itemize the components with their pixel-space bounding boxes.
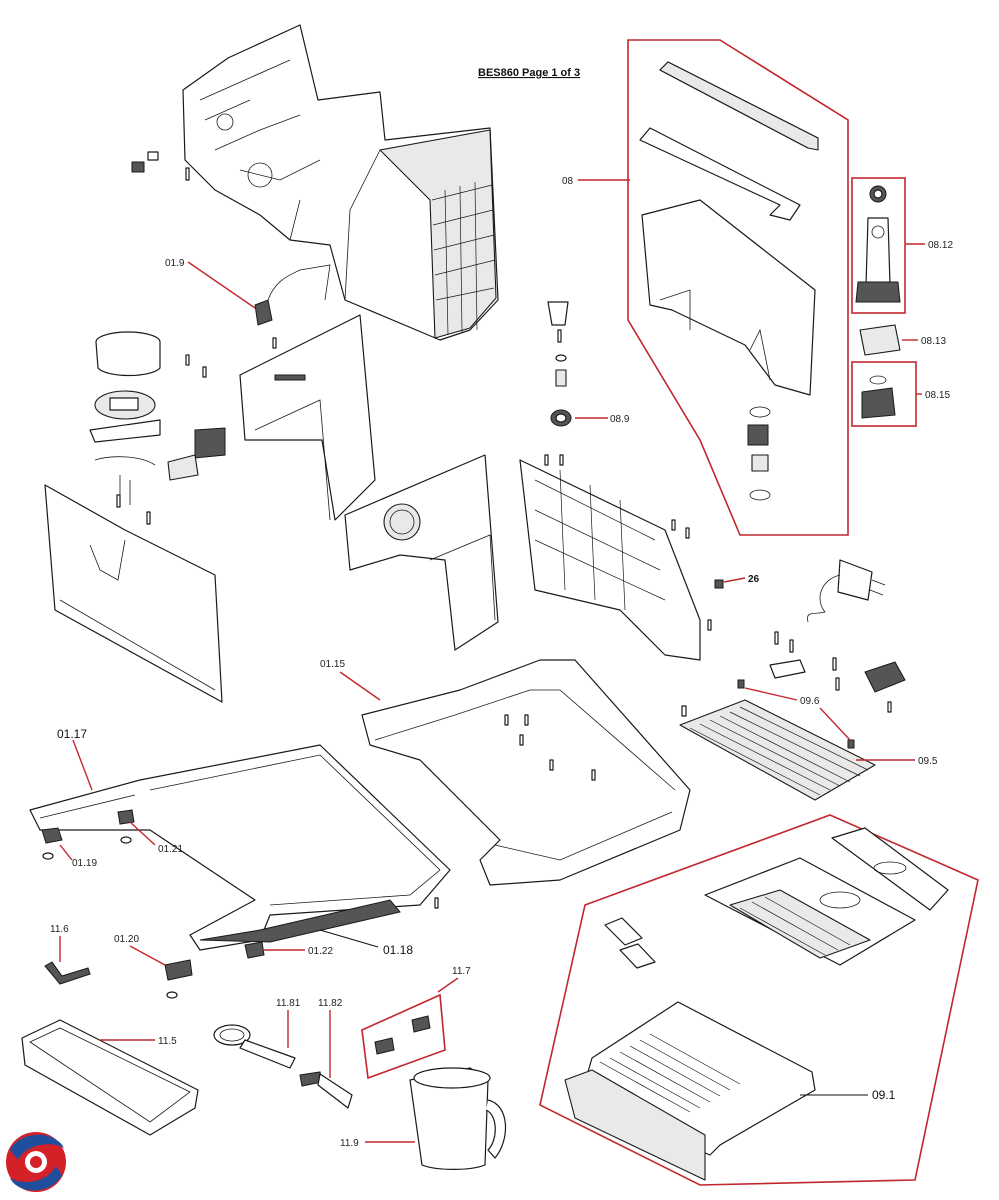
cleaning-tool [299,1010,353,1109]
drip-grille [679,699,876,801]
filter-holder-08-12 [851,177,925,314]
rear-cover-panel [239,314,376,521]
label-09-5: 09.5 [918,756,938,767]
label-08: 08 [562,176,574,187]
screws-group-b [737,631,906,713]
label-09-1: 09.1 [872,1088,896,1102]
foot-01-20 [129,945,193,999]
label-01-22: 01.22 [308,946,333,957]
filter-base-08-15 [851,361,922,427]
coffee-scoop [213,1010,296,1069]
label-01-21: 01.21 [158,844,183,855]
grinder-collar-assembly [89,331,161,525]
switch-bracket [167,427,226,481]
base-housing [361,659,691,886]
part-26-plug [714,577,746,589]
label-01-18: 01.18 [383,943,413,957]
accessory-tray [21,1019,199,1136]
foot-01-22 [244,941,305,959]
label-26: 26 [748,574,760,585]
water-tank-group [578,39,849,536]
small-clips [131,151,190,181]
brand-swirl-logo [6,1132,66,1192]
label-11-9: 11.9 [340,1138,359,1149]
base-tray-frame [29,744,451,951]
hex-key [44,936,91,985]
foot-01-21 [117,809,156,846]
label-01-17: 01.17 [57,727,87,741]
milk-jug [365,1067,507,1170]
label-08-12: 08.12 [928,240,953,251]
label-11-7: 11.7 [452,966,471,977]
left-side-panel [44,484,223,703]
label-01-19: 01.19 [72,858,97,869]
back-frame-panel [519,454,712,661]
label-01-15: 01.15 [320,659,345,670]
drip-tray-group [539,814,979,1186]
label-11-82: 11.82 [318,998,343,1009]
label-11-6: 11.6 [50,924,69,935]
filter-cap-08-13 [859,324,918,356]
power-cord-plug [807,559,886,623]
page-title: BES860 Page 1 of 3 [478,67,580,79]
foot-01-19 [41,827,73,861]
screws-group-a [185,337,277,378]
front-cover-panel [344,454,499,651]
filter-kit-box [361,977,459,1080]
label-01-9: 01.9 [165,258,185,269]
label-01-20: 01.20 [114,934,139,945]
wiring-harness [187,261,331,326]
valve-stack [547,301,608,427]
label-08-13: 08.13 [921,336,946,347]
label-09-6: 09.6 [800,696,820,707]
label-11-81: 11.81 [276,998,301,1009]
label-08-9: 08.9 [610,414,630,425]
label-08-15: 08.15 [925,390,950,401]
main-housing-frame [182,24,499,341]
label-11-5: 11.5 [158,1036,177,1047]
